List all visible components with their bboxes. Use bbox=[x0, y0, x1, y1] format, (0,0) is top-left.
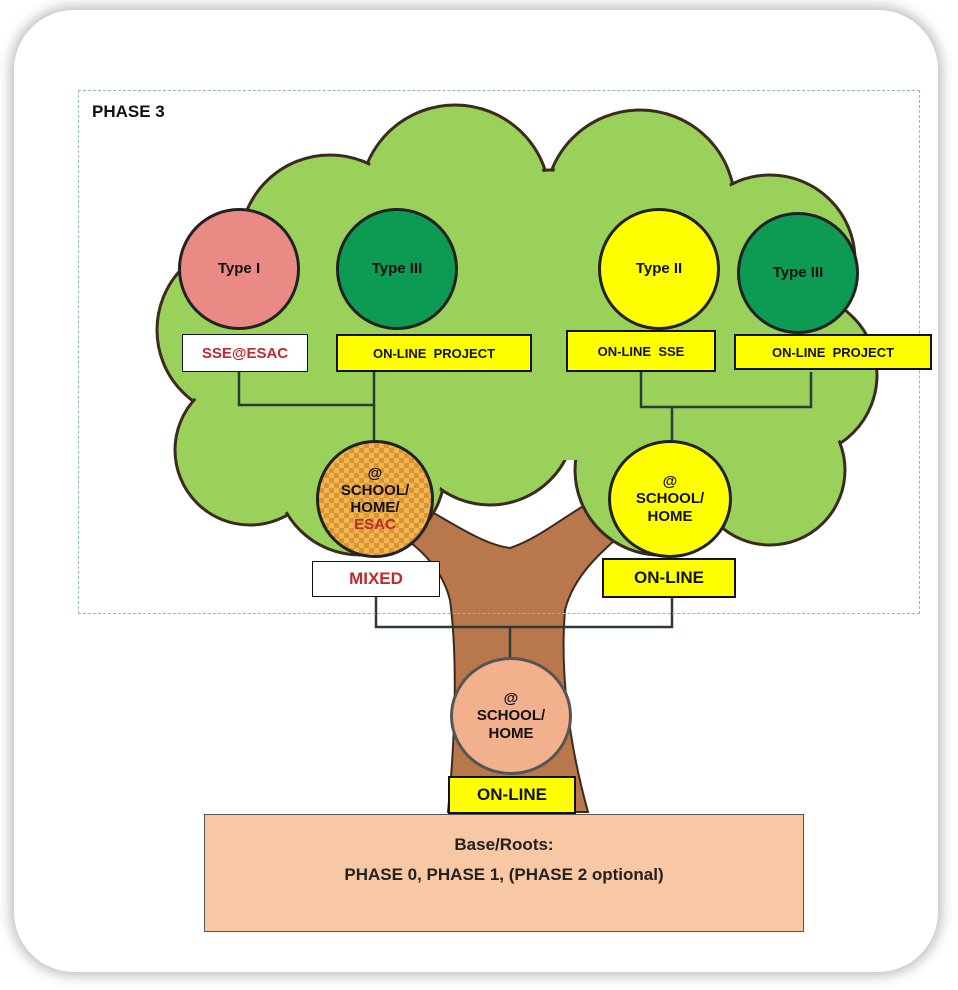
phase-label: PHASE 3 bbox=[92, 102, 165, 121]
online-tag-mid: ON-LINE bbox=[602, 558, 736, 598]
at-symbol: @ bbox=[503, 690, 519, 708]
type-iii-label-left: Type III bbox=[371, 260, 423, 278]
school-home-root-node: @ SCHOOL/ HOME bbox=[450, 657, 572, 775]
base-phases: PHASE 0, PHASE 1, (PHASE 2 optional) bbox=[344, 865, 664, 885]
type-iii-label-right: Type III bbox=[772, 264, 824, 282]
home-text: HOME bbox=[488, 724, 534, 742]
online-project-tag-right: ON-LINE PROJECT bbox=[734, 334, 932, 370]
home-text: HOME/ bbox=[350, 499, 400, 516]
school-text: SCHOOL/ bbox=[635, 490, 705, 508]
online-sse-tag: ON-LINE SSE bbox=[566, 330, 716, 372]
type-iii-node-left: Type III bbox=[336, 208, 458, 330]
school-home-esac-node: @ SCHOOL/ HOME/ ESAC bbox=[316, 440, 434, 558]
at-symbol: @ bbox=[662, 473, 678, 491]
type-ii-label: Type II bbox=[635, 260, 683, 278]
school-text: SCHOOL/ bbox=[340, 481, 410, 499]
school-home-node-right: @ SCHOOL/ HOME bbox=[608, 440, 732, 558]
school-text: SCHOOL/ bbox=[476, 707, 546, 725]
esac-text: ESAC bbox=[354, 516, 396, 534]
online-project-tag-left: ON-LINE PROJECT bbox=[336, 334, 532, 372]
connector-lines bbox=[237, 372, 813, 657]
online-tag-root: ON-LINE bbox=[448, 776, 576, 814]
connector-left-pair bbox=[237, 372, 376, 407]
sse-esac-tag: SSE@ESAC bbox=[182, 334, 308, 372]
type-iii-node-right: Type III bbox=[737, 212, 859, 334]
base-title: Base/Roots: bbox=[454, 835, 554, 854]
type-i-node: Type I bbox=[178, 208, 300, 330]
mixed-tag: MIXED bbox=[312, 561, 440, 597]
base-roots-box: Base/Roots: PHASE 0, PHASE 1, (PHASE 2 o… bbox=[204, 814, 804, 932]
at-symbol: @ bbox=[367, 464, 383, 482]
connector-mid-pair bbox=[374, 597, 674, 629]
type-i-label: Type I bbox=[217, 260, 261, 278]
connector-right-pair bbox=[639, 372, 813, 409]
home-text: HOME bbox=[647, 507, 693, 525]
type-ii-node: Type II bbox=[598, 208, 720, 330]
